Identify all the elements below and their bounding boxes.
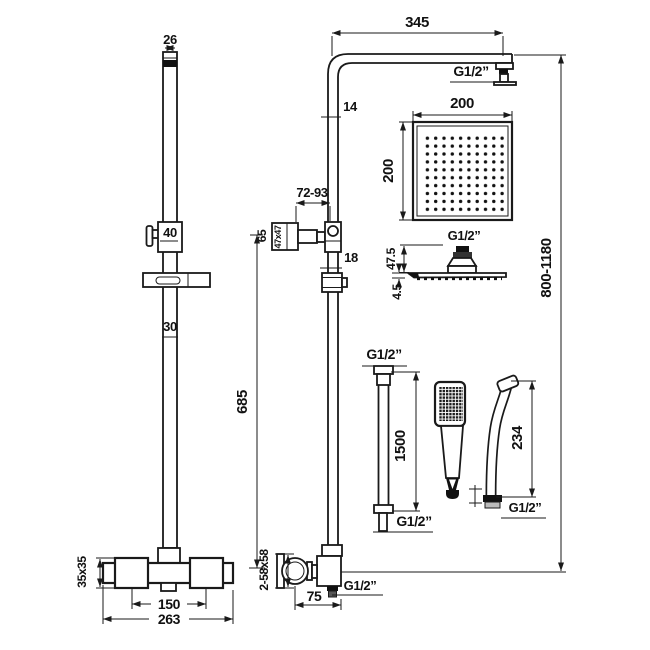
dim-valve-depth: 75 bbox=[294, 586, 342, 610]
valve-handle-right bbox=[188, 556, 225, 590]
g12-hand-label: G1/2” bbox=[509, 500, 542, 515]
dim-30-label: 30 bbox=[163, 319, 177, 334]
dim-263-label: 263 bbox=[158, 611, 181, 627]
riser-wall-bracket bbox=[271, 221, 342, 253]
dim-4-5-label: 4.5 bbox=[390, 284, 404, 300]
valve-front bbox=[101, 556, 235, 592]
dim-overall-height: 800-1180 bbox=[341, 54, 566, 573]
dim-rail-top-width: 26 bbox=[163, 32, 177, 51]
dim-345-label: 345 bbox=[405, 14, 429, 31]
dim-35x35-label: 35x35 bbox=[75, 556, 89, 588]
dim-47x47-label: 47x47 bbox=[273, 225, 283, 248]
nozzle-grid bbox=[423, 134, 507, 214]
handshower-head-side bbox=[496, 374, 520, 393]
g12-head-label: G1/2” bbox=[448, 228, 481, 243]
shower-hose bbox=[373, 365, 394, 532]
g12-hose-bottom-label: G1/2” bbox=[396, 513, 431, 529]
dim-800-1180-label: 800-1180 bbox=[538, 238, 555, 297]
dim-26-label: 26 bbox=[163, 32, 177, 47]
dim-200h-label: 200 bbox=[380, 159, 397, 183]
dim-200w-label: 200 bbox=[450, 95, 474, 112]
dim-handshower: 234 G1/2” bbox=[496, 380, 546, 519]
dim-18-label: 18 bbox=[344, 250, 358, 265]
rail-union-nut bbox=[157, 547, 181, 564]
head-plate bbox=[405, 272, 507, 279]
riser-slide-clamp bbox=[321, 272, 348, 293]
dim-head-width: 200 bbox=[412, 95, 513, 121]
handshower-side bbox=[469, 374, 520, 509]
arm-wall-connector bbox=[493, 62, 517, 86]
handshower-tip-cap bbox=[446, 490, 459, 499]
dim-arm-pipe-width: 14 bbox=[321, 99, 358, 118]
label-valve-outlet: G1/2” bbox=[332, 578, 383, 596]
soap-dish bbox=[142, 272, 211, 288]
showerhead-side bbox=[405, 246, 507, 281]
slider-bracket bbox=[157, 221, 183, 253]
dim-150-label: 150 bbox=[158, 596, 181, 612]
riser-lower-nut bbox=[321, 544, 343, 557]
g12-hose-top-label: G1/2” bbox=[366, 346, 401, 362]
label-arm-connector: G1/2” bbox=[450, 63, 494, 83]
slide-rail-bar bbox=[162, 51, 178, 549]
dim-40-label: 40 bbox=[163, 225, 177, 240]
g12-arm-label: G1/2” bbox=[453, 63, 488, 79]
valve-handle-left bbox=[113, 556, 150, 590]
handshower-front bbox=[433, 380, 467, 499]
slide-rail-front bbox=[142, 51, 211, 564]
g12-outlet-label: G1/2” bbox=[344, 578, 377, 593]
handshower-fitting bbox=[483, 495, 502, 502]
dim-riser-pipe-width: 18 bbox=[320, 250, 358, 269]
dim-14-label: 14 bbox=[343, 99, 358, 114]
dim-hose: G1/2” 1500 G1/2” bbox=[362, 346, 433, 533]
handshower-face-grid bbox=[439, 387, 463, 421]
dim-arm-length: 345 bbox=[331, 14, 504, 56]
dim-riser-lengths: 65 685 bbox=[234, 229, 269, 569]
dim-234-label: 234 bbox=[509, 425, 526, 450]
dim-bracket-range: 72-93 bbox=[295, 185, 331, 222]
dim-72-93-label: 72-93 bbox=[296, 185, 327, 200]
dim-handle-spacing: 150 bbox=[131, 589, 207, 612]
dim-escutcheons: 2-58x58 bbox=[257, 549, 294, 591]
dim-handle-size: 35x35 bbox=[75, 556, 114, 589]
valve-outlet bbox=[327, 586, 338, 591]
riser-outer-line bbox=[327, 53, 512, 545]
dim-valve-width: 263 bbox=[102, 585, 234, 627]
dim-47-5-label: 47.5 bbox=[384, 247, 398, 269]
dimensions: 26 40 30 345 G1/2” 14 200 bbox=[75, 14, 566, 627]
dim-2-58x58-label: 2-58x58 bbox=[257, 549, 271, 591]
riser-inner-line bbox=[337, 62, 512, 545]
dim-1500-label: 1500 bbox=[392, 430, 409, 462]
dim-head-side: G1/2” 47.5 4.5 bbox=[384, 228, 481, 300]
showerhead-front bbox=[411, 120, 514, 222]
valve-center-outlet bbox=[160, 582, 177, 592]
bracket-knob bbox=[327, 225, 339, 237]
dim-75-label: 75 bbox=[307, 588, 322, 604]
riser-and-arm bbox=[271, 53, 517, 545]
dim-head-height: 200 bbox=[380, 121, 412, 221]
rail-top-band bbox=[163, 60, 177, 67]
dim-685-label: 685 bbox=[234, 390, 251, 414]
valve-body-side bbox=[316, 555, 342, 587]
